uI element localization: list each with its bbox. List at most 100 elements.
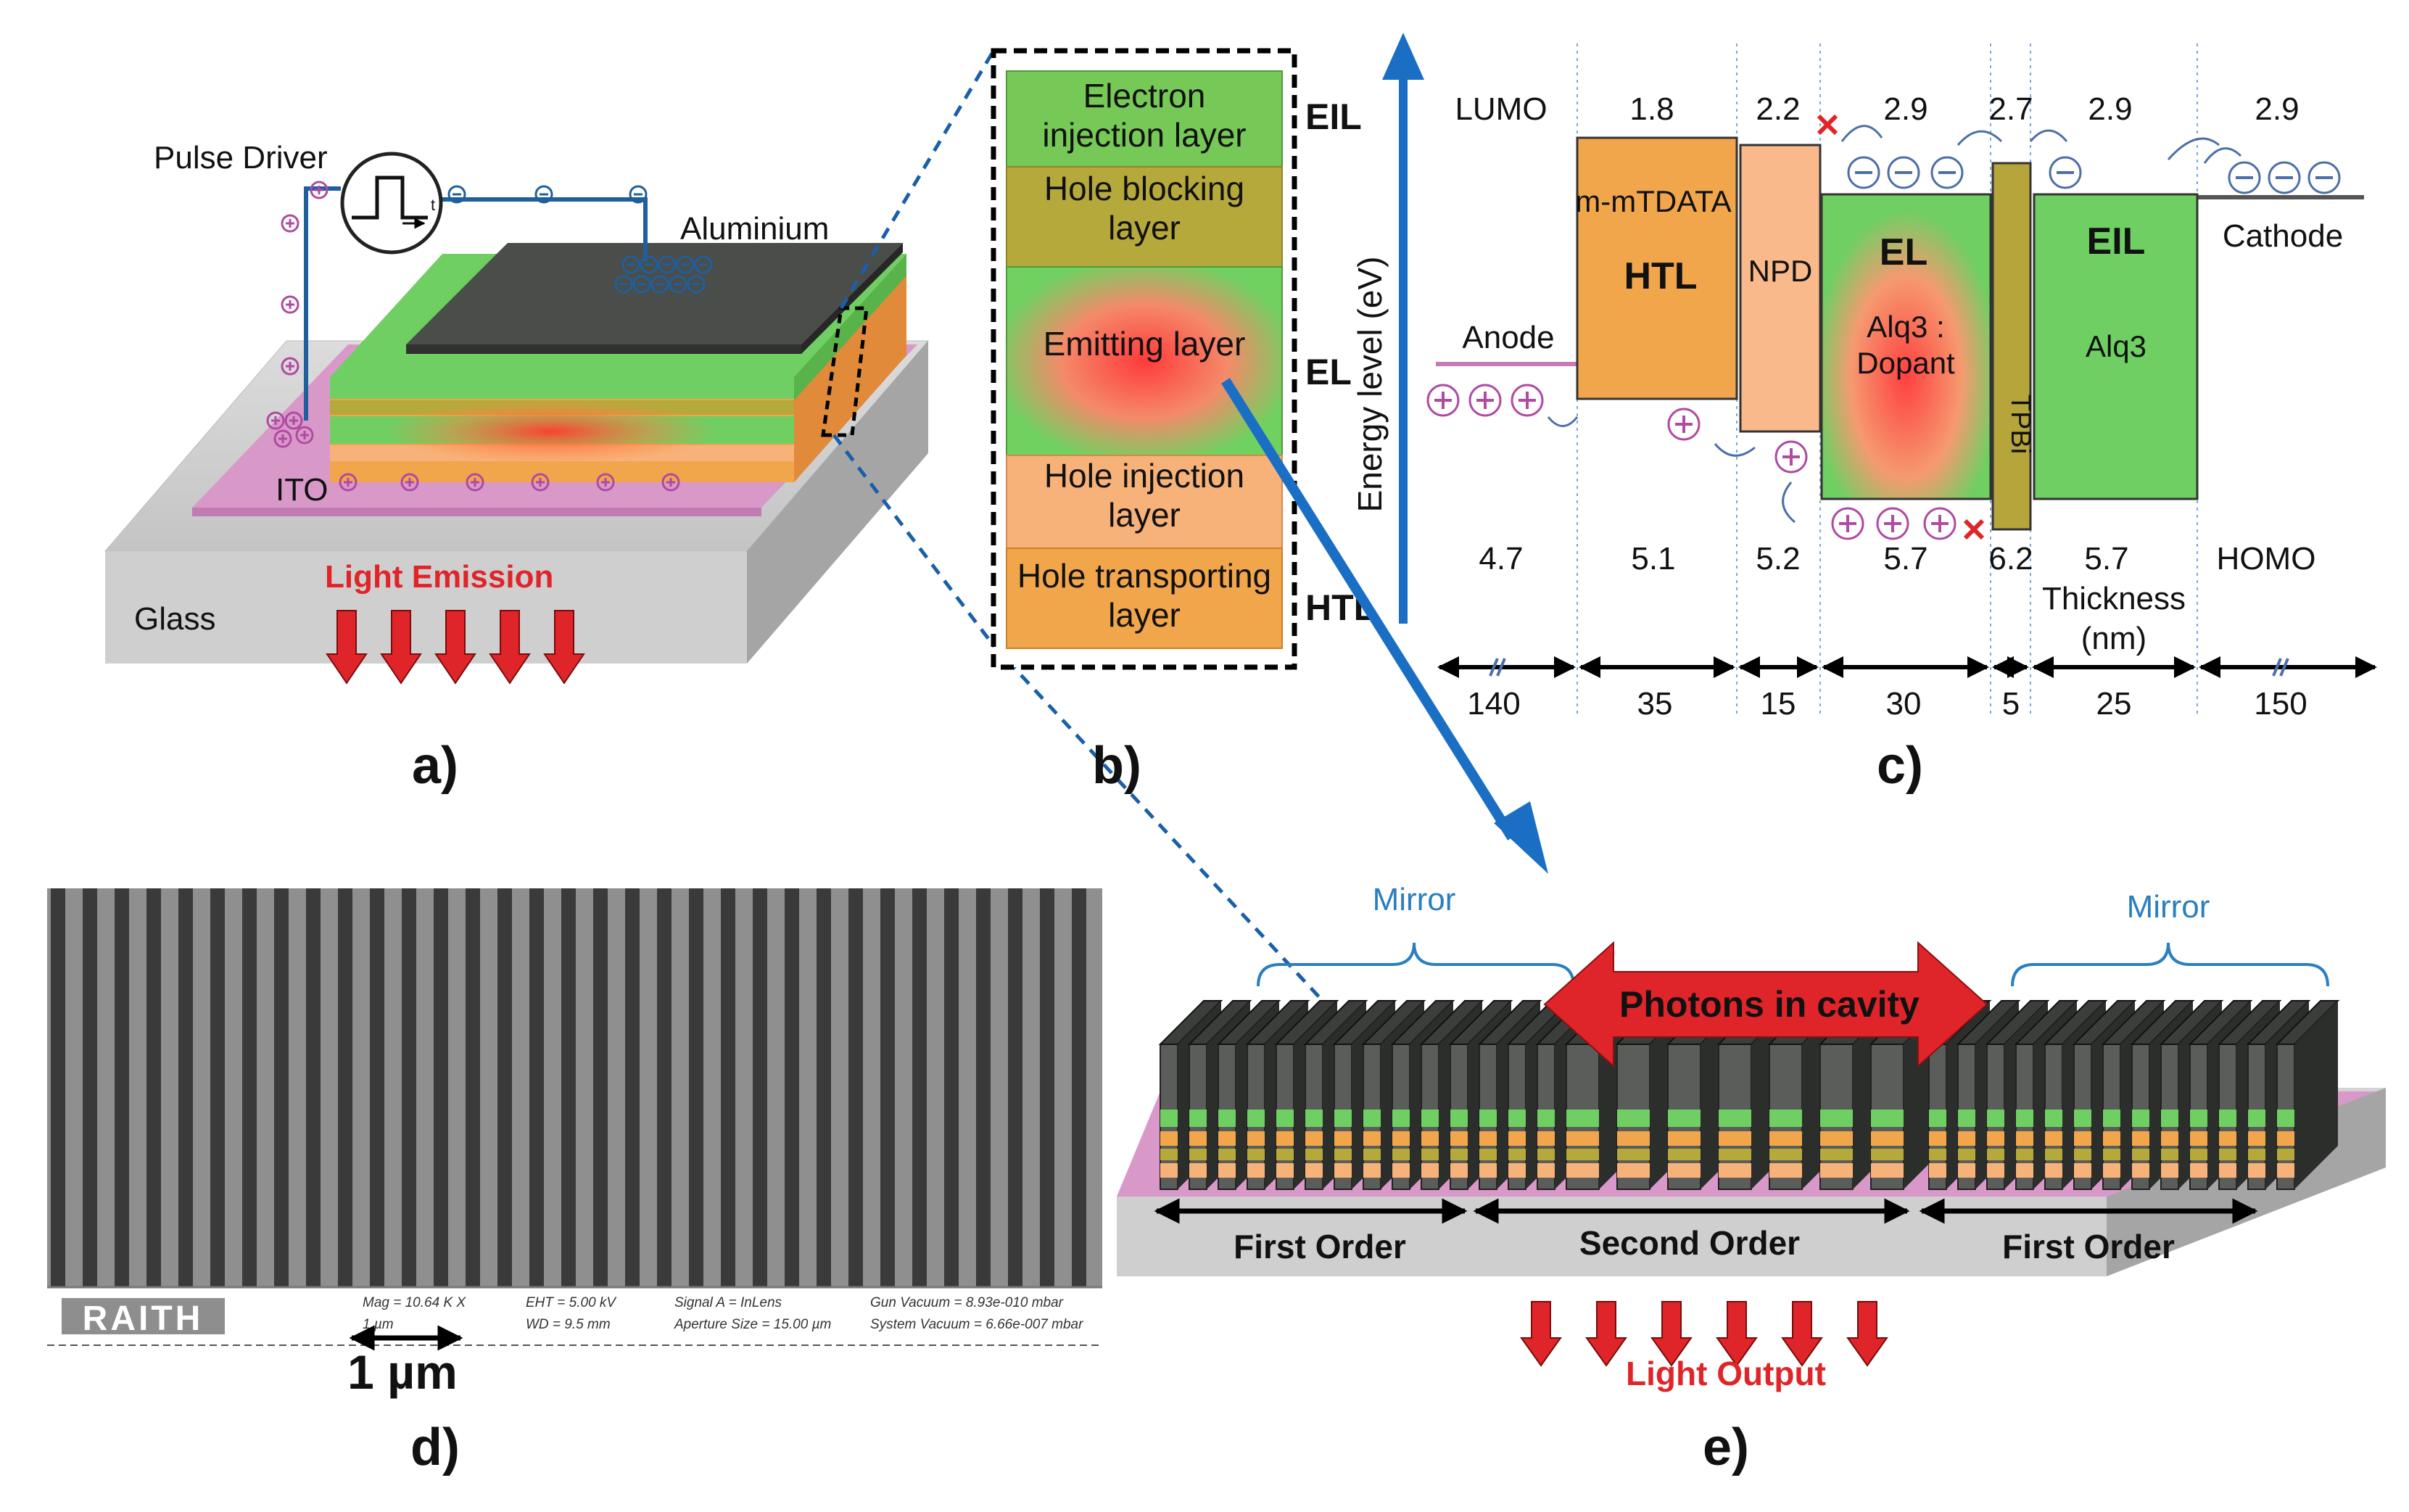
homo-value-2: 5.1 xyxy=(1631,541,1675,577)
sem-meta-3b: Aperture Size = 15.00 µm xyxy=(674,1317,831,1332)
energy-axis-label: Energy level (eV) xyxy=(1351,257,1389,513)
electrons-group xyxy=(447,185,713,294)
homo-label: HOMO xyxy=(2217,541,2316,577)
el-band xyxy=(1820,193,1992,500)
panel-d-label: d) xyxy=(410,1418,460,1476)
cathode-front xyxy=(406,344,801,354)
holes-group xyxy=(266,181,680,492)
output-arrows xyxy=(1520,1301,1888,1367)
el-label: EL xyxy=(1880,231,1927,273)
thickness-value-2: 35 xyxy=(1637,686,1673,722)
sem-meta-4b: System Vacuum = 6.66e-007 mbar xyxy=(870,1317,1083,1332)
sem-meta-1b: 1 µm xyxy=(363,1317,394,1332)
panel-d: RAITH Mag = 10.64 K X 1 µm EHT = 5.00 kV… xyxy=(47,888,1102,1476)
connection-arrow xyxy=(1221,378,1516,840)
layer-hbl-line1: Hole blocking xyxy=(1044,170,1244,207)
panel-e-label: e) xyxy=(1703,1418,1749,1476)
layer-eil-line2: injection layer xyxy=(1042,116,1246,154)
pulse-driver-icon xyxy=(340,152,443,255)
energy-axis-head xyxy=(1382,33,1424,80)
electrons-minus xyxy=(453,193,708,286)
glass-label: Glass xyxy=(134,601,215,637)
mtdata-label: m-mTDATA xyxy=(1575,184,1731,218)
lumo-label: LUMO xyxy=(1455,91,1547,127)
hop-arrows xyxy=(1547,125,2242,524)
layer-hil-line1: Hole injection xyxy=(1044,457,1244,495)
panel-b: Electron injection layer Hole blocking l… xyxy=(991,48,1376,795)
htl-band xyxy=(1576,136,1738,400)
light-output-label: Light Output xyxy=(1626,1355,1826,1392)
sem-logo-bg xyxy=(62,1298,225,1334)
layer-htl-line1: Hole transporting xyxy=(1017,557,1271,595)
tpbi-label: TPBi xyxy=(2005,394,2036,454)
mirror-left-label: Mirror xyxy=(1373,882,1456,917)
callout-line-bottom xyxy=(832,434,995,647)
glass-side xyxy=(747,341,928,664)
stack-side-green xyxy=(794,254,906,400)
el-material-line1: Alq3 : xyxy=(1867,310,1944,344)
stack-side xyxy=(794,254,906,482)
panel-c: Energy level (eV) m-mTDATA HTL NPD EL Al… xyxy=(1351,33,2377,795)
lumo-value-5: 2.9 xyxy=(2088,91,2132,127)
panel-c-electron-signs xyxy=(1855,171,2333,179)
stack-band-1 xyxy=(330,377,794,399)
mirror-left-brace xyxy=(1257,942,1575,987)
layer-hil xyxy=(1006,455,1283,549)
callout-line-top xyxy=(839,49,996,310)
ito-label: ITO xyxy=(276,472,328,508)
first-order-right-label: First Order xyxy=(2002,1228,2175,1265)
layer-hbl xyxy=(1006,166,1283,268)
pulse-waveform xyxy=(352,175,428,220)
layer-hbl-line2: layer xyxy=(1108,209,1181,247)
grating-fins xyxy=(1158,1000,2340,1190)
grating-fin xyxy=(2275,1000,2340,1190)
sem-meta-2b: WD = 9.5 mm xyxy=(526,1317,611,1332)
panel-c-hole-signs xyxy=(1434,392,1949,532)
mirror-right-label: Mirror xyxy=(2127,889,2210,925)
panel-b-label: b) xyxy=(1092,737,1141,795)
selection-box xyxy=(821,306,869,437)
layer-eil-line1: Electron xyxy=(1083,77,1206,115)
photons-arrow xyxy=(1543,941,1988,1068)
layer-el-line1: Emitting layer xyxy=(1044,325,1246,363)
stack-band-5 xyxy=(330,463,794,482)
photons-label: Photons in cavity xyxy=(1619,984,1920,1025)
cathode-top xyxy=(406,243,903,344)
lumo-value-6: 2.9 xyxy=(2255,91,2299,127)
homo-value-6: 5.7 xyxy=(2084,541,2128,577)
eil-band xyxy=(2033,193,2199,500)
sem-meta-4a: Gun Vacuum = 8.93e-010 mbar xyxy=(870,1295,1064,1310)
layer-hil-line2: layer xyxy=(1108,496,1181,534)
thickness-line1: Thickness xyxy=(2042,581,2186,616)
sem-logo: RAITH xyxy=(83,1300,204,1338)
panel-e: Mirror Mirror Photons in cavity First Or… xyxy=(1117,882,2386,1476)
aluminium-label: Aluminium xyxy=(680,211,829,247)
lumo-value-1: 1.8 xyxy=(1629,91,1674,127)
tpbi-band xyxy=(1991,162,2032,531)
scale-bar-label: 1 µm xyxy=(347,1345,458,1399)
wire-left xyxy=(304,186,341,421)
eil-label: EIL xyxy=(2087,220,2146,263)
connection-arrow-head xyxy=(1494,801,1548,874)
ito-front xyxy=(192,508,761,516)
homo-value-1: 4.7 xyxy=(1479,541,1523,577)
thickness-value-1: 140 xyxy=(1467,686,1520,722)
homo-value-4: 5.7 xyxy=(1883,541,1927,577)
sem-meta-3a: Signal A = InLens xyxy=(674,1295,782,1310)
panel-c-electrons xyxy=(1847,156,2341,194)
eil-material-label: Alq3 xyxy=(2086,329,2146,363)
layer-htl xyxy=(1006,548,1283,649)
holes-plus xyxy=(271,186,675,487)
npd-label: NPD xyxy=(1748,254,1813,288)
pulse-driver-label: Pulse Driver xyxy=(154,140,328,175)
pulse-t-label: t xyxy=(431,196,435,214)
panel-a: t Pulse Driver Aluminium ITO Glass Light… xyxy=(104,140,930,795)
anode-label: Anode xyxy=(1462,320,1554,355)
light-emission-label: Light Emission xyxy=(325,559,553,595)
first-order-left-label: First Order xyxy=(1234,1228,1406,1265)
glass-front xyxy=(105,551,747,664)
htl-label: HTL xyxy=(1624,255,1697,297)
sem-meta-2a: EHT = 5.00 kV xyxy=(526,1295,617,1310)
stack-glow xyxy=(384,399,718,464)
thickness-line2: (nm) xyxy=(2081,621,2146,656)
